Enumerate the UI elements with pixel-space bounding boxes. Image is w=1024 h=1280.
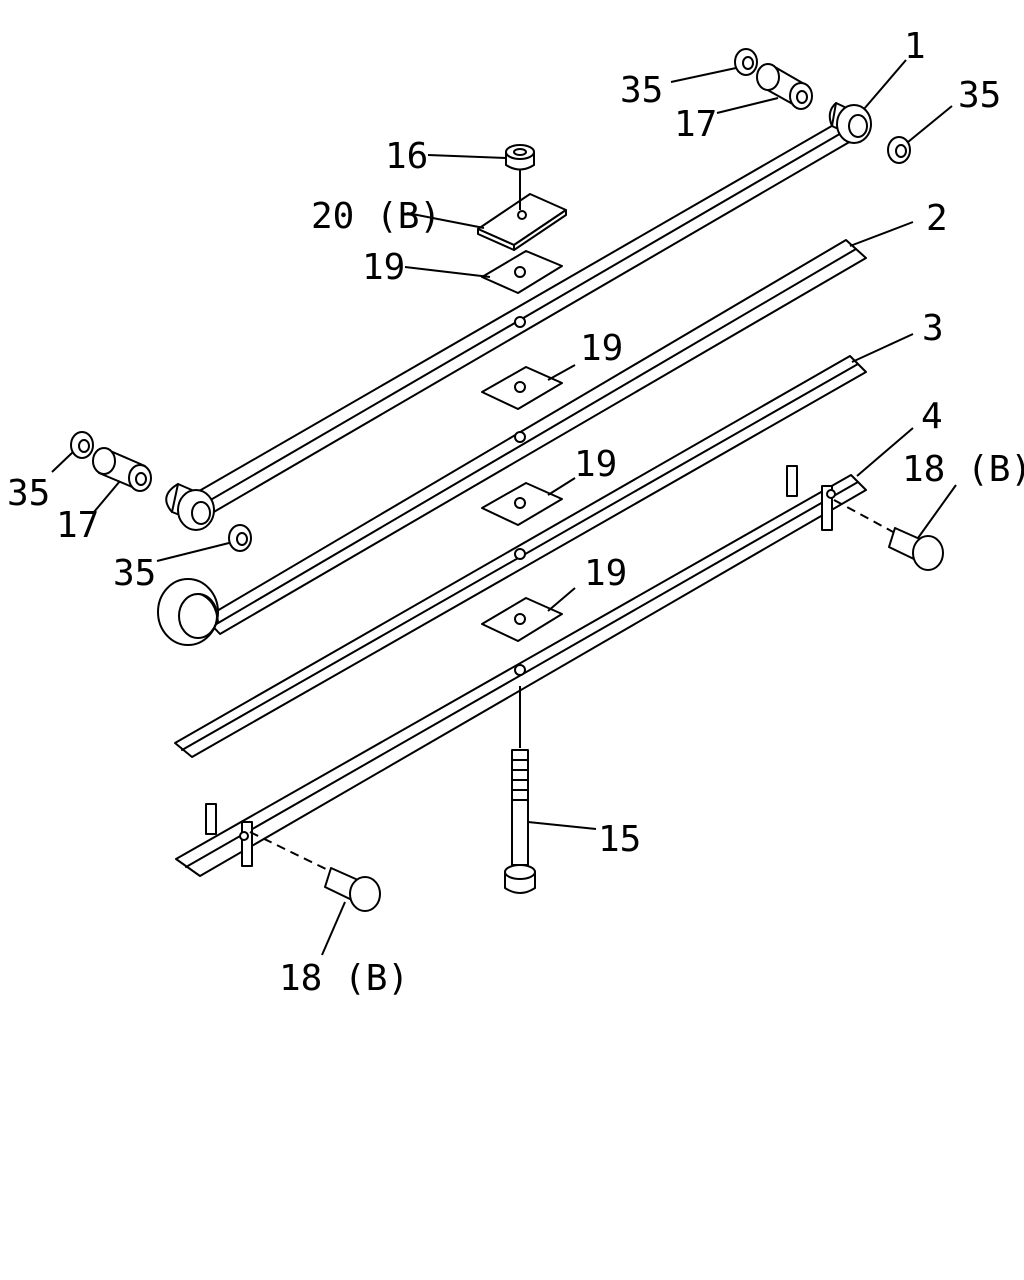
leaf-4-front-clip — [205, 803, 253, 867]
leaf-4-rear-clip — [786, 465, 836, 531]
bushing-top — [756, 63, 813, 110]
callout-bushing-top: 17 — [674, 104, 717, 145]
callout-bushing-left: 17 — [56, 505, 99, 546]
callout-insert-top: 19 — [362, 247, 405, 288]
leaf-1-front-eye — [165, 483, 215, 531]
callout-washer-left: 35 — [7, 473, 50, 514]
callout-leaf-1: 1 — [904, 26, 926, 67]
callout-leaf-3: 3 — [922, 308, 944, 349]
clip-bolt-left — [249, 831, 381, 912]
callout-clip-bolt-right: 18 (B) — [902, 449, 1024, 490]
leaf-4 — [175, 474, 867, 877]
plate — [477, 193, 567, 251]
nut — [505, 144, 535, 210]
leader-lines — [51, 59, 957, 956]
callout-center-bolt: 15 — [598, 819, 641, 860]
washer-left — [70, 431, 94, 459]
clip-bolt-right — [833, 499, 944, 571]
bushing-left — [92, 447, 152, 492]
leaf-2-wrapper-eye — [157, 578, 219, 646]
washer-top-left — [734, 48, 758, 76]
leaf-3 — [174, 355, 867, 758]
callout-washer-top-right: 35 — [958, 75, 1001, 116]
callout-insert-leaf1: 19 — [580, 328, 623, 369]
center-bolt — [504, 686, 536, 894]
washer-bottom — [228, 524, 252, 552]
washer-top-right — [887, 136, 911, 164]
callout-washer-bottom: 35 — [113, 553, 156, 594]
callout-leaf-4: 4 — [921, 396, 943, 437]
callout-clip-bolt-left: 18 (B) — [279, 958, 409, 999]
callout-leaf-2: 2 — [926, 198, 948, 239]
callout-washer-top-left: 35 — [620, 70, 663, 111]
leaf-1-rear-eye — [828, 102, 872, 144]
callout-insert-leaf3: 19 — [584, 553, 627, 594]
callout-nut: 16 — [385, 136, 428, 177]
callout-plate: 20 (B) — [311, 196, 441, 237]
callout-insert-leaf2: 19 — [574, 444, 617, 485]
